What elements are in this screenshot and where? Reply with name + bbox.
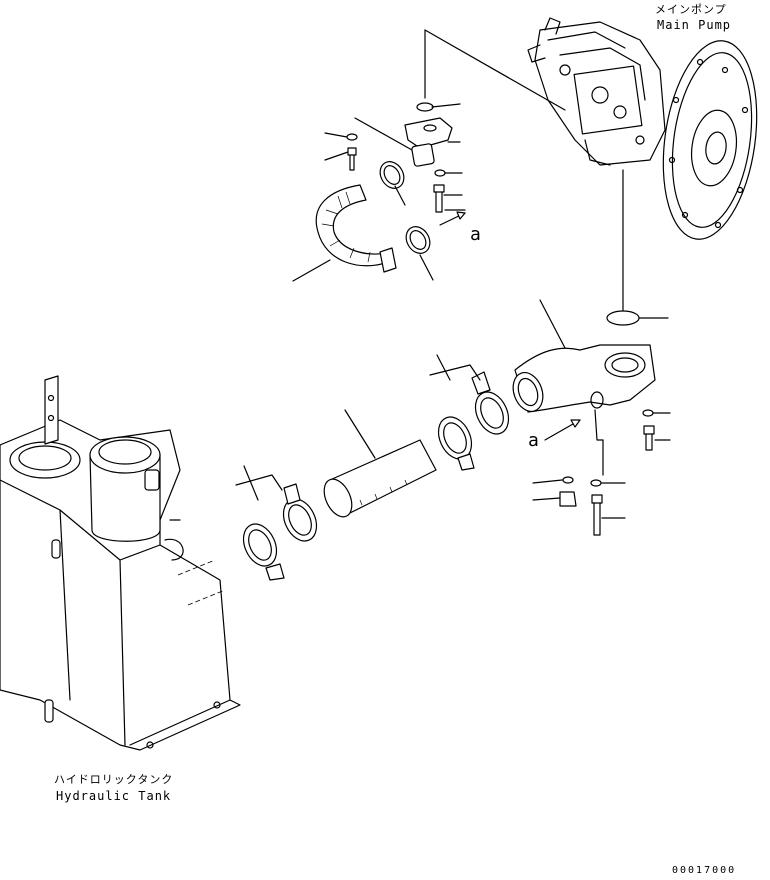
main-pump-label-en: Main Pump bbox=[657, 18, 732, 32]
upper-hose-assembly bbox=[315, 102, 453, 273]
main-pump-label-jp: メインポンプ bbox=[655, 3, 727, 16]
leader-lines bbox=[235, 29, 671, 519]
view-mark-lower: a bbox=[528, 430, 539, 451]
main-pump bbox=[527, 17, 758, 240]
hydraulic-tank bbox=[0, 375, 241, 751]
suction-line-assembly bbox=[242, 310, 656, 581]
hydraulic-tank-label-en: Hydraulic Tank bbox=[56, 789, 172, 803]
hydraulic-tank-label-jp: ハイドロリックタンク bbox=[54, 773, 174, 786]
drawing-number: 00017000 bbox=[672, 865, 737, 876]
view-mark-upper: a bbox=[470, 224, 481, 245]
